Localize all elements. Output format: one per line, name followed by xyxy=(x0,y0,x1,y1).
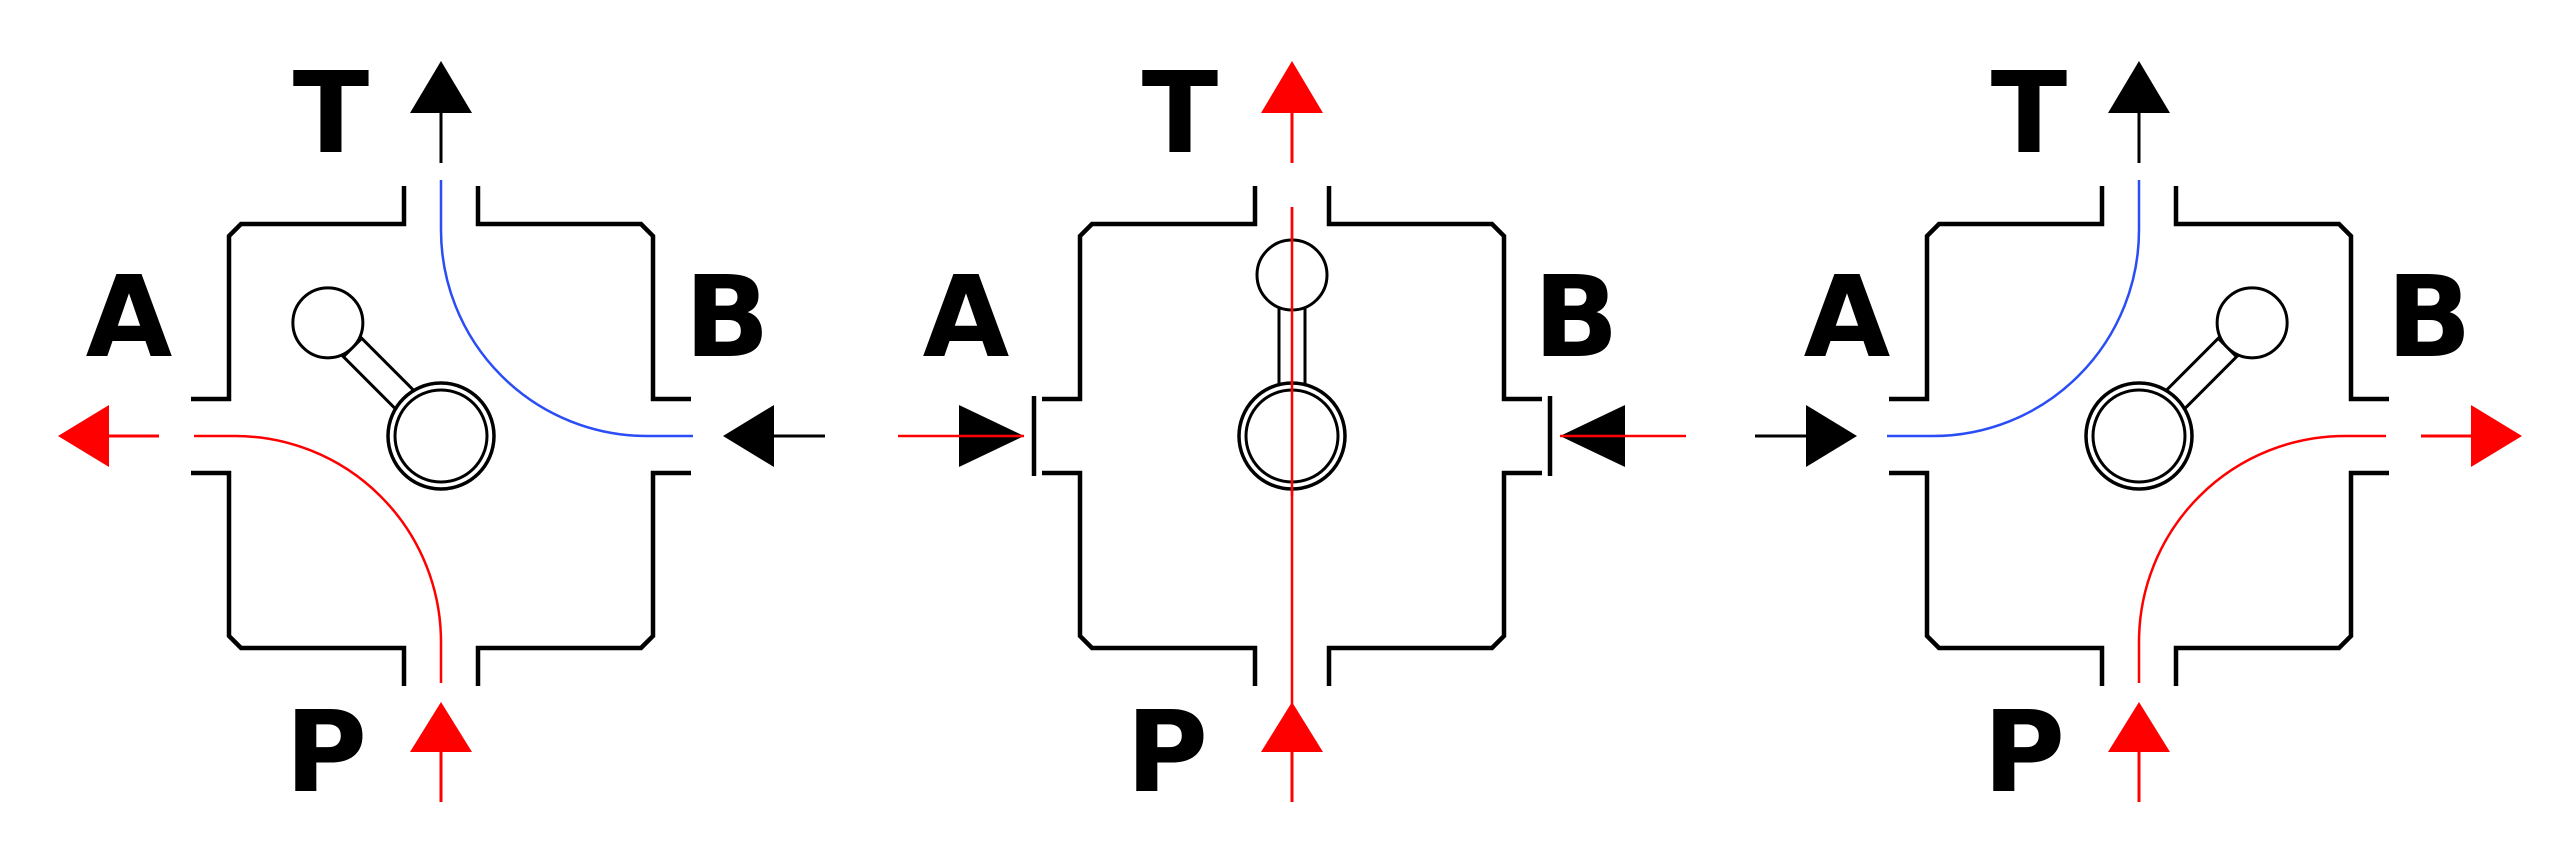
port-T-arrow-up-icon xyxy=(2108,61,2170,113)
port-label-T: T xyxy=(293,49,369,179)
port-label-P: P xyxy=(1983,688,2065,818)
flow-line-B-T xyxy=(439,180,693,438)
spool-pivot-outer xyxy=(2084,381,2194,491)
valve-body-outline xyxy=(191,470,407,686)
spool-ball xyxy=(2215,286,2289,360)
port-label-A: A xyxy=(923,253,1010,383)
spool-assembly xyxy=(2084,286,2289,491)
flow-line-A-T xyxy=(1887,180,2141,438)
valve-body-outline xyxy=(1326,470,1542,686)
spool-pivot-inner xyxy=(393,388,489,484)
spool-ball xyxy=(291,286,365,360)
valve-body-outline xyxy=(1042,186,1258,402)
port-A-arrow-in-icon xyxy=(1806,405,1857,467)
port-B-arrow-in-icon xyxy=(723,405,774,467)
valve-body-outline xyxy=(191,186,407,402)
spool-pivot-inner xyxy=(2091,388,2187,484)
position-right-panel: TA B P xyxy=(1755,49,2522,818)
flow-line-P-B xyxy=(2137,434,2386,683)
position-center-panel: T A B P xyxy=(898,49,1686,818)
port-label-B: B xyxy=(2386,253,2471,383)
position-left-panel: TA B P xyxy=(58,49,825,818)
spool-icon xyxy=(2084,286,2289,491)
port-label-B: B xyxy=(1533,253,1618,383)
port-P-arrow-up-icon xyxy=(2108,702,2170,752)
port-label-T: T xyxy=(1991,49,2067,179)
port-T-arrow-up-icon xyxy=(1261,61,1323,113)
port-label-A: A xyxy=(1804,253,1891,383)
port-label-T: T xyxy=(1142,49,1218,179)
spool-pivot-outer xyxy=(386,381,496,491)
port-P-arrow-up-icon xyxy=(410,702,472,752)
valve-body-outline xyxy=(1889,470,2105,686)
valve-body-outline xyxy=(1326,186,1542,402)
valve-body-outline xyxy=(1889,186,2105,402)
spool-assembly xyxy=(291,286,496,491)
valve-body-outline xyxy=(2173,186,2389,402)
flow-line-P-A xyxy=(194,434,443,683)
port-label-B: B xyxy=(684,253,769,383)
port-T-arrow-up-icon xyxy=(410,61,472,113)
valve-body-outline xyxy=(2173,470,2389,686)
port-label-P: P xyxy=(1126,688,1208,818)
valve-body-outline xyxy=(475,470,691,686)
spool-icon xyxy=(291,286,496,491)
port-label-P: P xyxy=(285,688,367,818)
port-P-arrow-up-icon xyxy=(1261,702,1323,752)
valve-body-outline xyxy=(475,186,691,402)
valve-body-outline xyxy=(1042,470,1258,686)
port-A-arrow-out-icon xyxy=(58,405,109,467)
port-label-A: A xyxy=(86,253,173,383)
port-B-arrow-out-icon xyxy=(2471,405,2522,467)
